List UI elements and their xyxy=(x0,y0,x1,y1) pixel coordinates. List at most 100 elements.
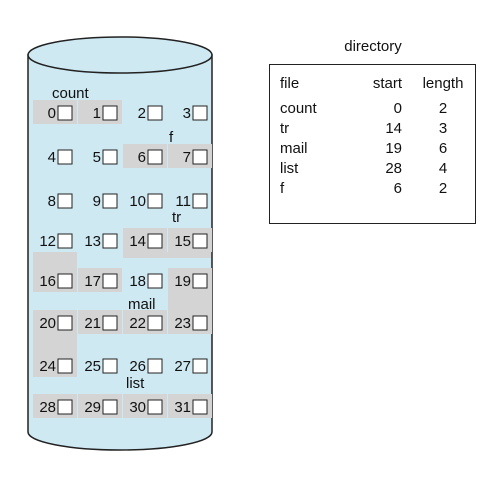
block-square xyxy=(192,233,208,249)
row-start: 6 xyxy=(393,179,402,197)
row-start: 0 xyxy=(393,99,402,117)
file-label-f: f xyxy=(169,129,174,146)
header-file: file xyxy=(280,75,300,92)
block-number: 2 xyxy=(138,105,146,122)
directory-table: file start length count 0 2 tr 14 3 mail… xyxy=(280,75,474,198)
block-square xyxy=(57,358,73,374)
block-square xyxy=(102,193,118,209)
block-square xyxy=(102,399,118,415)
allocated-run-connector xyxy=(33,252,77,268)
block-number: 27 xyxy=(174,358,191,375)
block-number: 25 xyxy=(84,358,101,375)
allocated-run-connector xyxy=(123,252,211,258)
block-number: 29 xyxy=(84,399,101,416)
row-file: count xyxy=(280,99,317,117)
header-length: length xyxy=(422,75,464,92)
block-square xyxy=(57,399,73,415)
row-file: mail xyxy=(280,139,308,157)
block-square xyxy=(57,233,73,249)
block-square xyxy=(147,149,163,165)
block-number: 18 xyxy=(129,273,146,290)
block-square xyxy=(192,193,208,209)
block-number: 9 xyxy=(93,193,101,210)
block-square xyxy=(147,105,163,121)
block-number: 24 xyxy=(39,358,56,375)
block-square xyxy=(192,149,208,165)
block-square xyxy=(57,315,73,331)
block-square xyxy=(192,273,208,289)
allocated-run-connector xyxy=(168,292,212,310)
block-number: 20 xyxy=(39,315,56,332)
block-square xyxy=(102,233,118,249)
block-square xyxy=(102,315,118,331)
block-square xyxy=(192,315,208,331)
row-length: 3 xyxy=(438,119,448,137)
block-square xyxy=(192,105,208,121)
block-square xyxy=(102,105,118,121)
row-file: f xyxy=(280,179,285,197)
block-square xyxy=(57,149,73,165)
block-number: 7 xyxy=(183,149,191,166)
block-square xyxy=(192,358,208,374)
block-number: 15 xyxy=(174,233,191,250)
block-square xyxy=(147,193,163,209)
block-number: 21 xyxy=(84,315,101,332)
directory-row: tr 14 3 xyxy=(280,118,474,138)
directory-table-box: file start length count 0 2 tr 14 3 mail… xyxy=(269,64,476,224)
row-length: 6 xyxy=(438,139,448,157)
header-start: start xyxy=(372,75,402,92)
block-number: 8 xyxy=(48,193,56,210)
row-start: 28 xyxy=(385,159,402,177)
block-number: 5 xyxy=(93,149,101,166)
directory-row: list 28 4 xyxy=(280,158,474,178)
block-number: 26 xyxy=(129,358,146,375)
file-label-count: count xyxy=(52,85,90,102)
block-number: 13 xyxy=(84,233,101,250)
row-start: 14 xyxy=(385,119,402,137)
file-label-tr: tr xyxy=(172,209,181,226)
block-square xyxy=(147,315,163,331)
block-number: 4 xyxy=(48,149,56,166)
row-length: 4 xyxy=(438,159,448,177)
allocated-run-connector xyxy=(33,334,77,353)
directory-header-row: file start length xyxy=(280,75,474,98)
cylinder-top xyxy=(27,36,213,74)
block-number: 12 xyxy=(39,233,56,250)
block-number: 3 xyxy=(183,105,191,122)
block-square xyxy=(102,149,118,165)
block-number: 23 xyxy=(174,315,191,332)
file-label-list: list xyxy=(126,375,145,392)
directory-row: mail 19 6 xyxy=(280,138,474,158)
block-square xyxy=(57,105,73,121)
block-number: 16 xyxy=(39,273,56,290)
block-number: 28 xyxy=(39,399,56,416)
file-label-mail: mail xyxy=(128,296,156,313)
block-number: 22 xyxy=(129,315,146,332)
row-length: 2 xyxy=(438,179,448,197)
directory-row: f 6 2 xyxy=(280,178,474,198)
block-square xyxy=(147,358,163,374)
block-number: 11 xyxy=(175,193,191,210)
block-number: 30 xyxy=(129,399,146,416)
block-square xyxy=(102,358,118,374)
block-square xyxy=(102,273,118,289)
block-square xyxy=(57,273,73,289)
block-square xyxy=(147,233,163,249)
block-number: 14 xyxy=(129,233,146,250)
file-labels: count f tr mail list xyxy=(52,85,181,392)
block-number: 0 xyxy=(48,105,56,122)
row-start: 19 xyxy=(385,139,402,157)
block-square xyxy=(192,399,208,415)
block-number: 6 xyxy=(138,149,146,166)
block-square xyxy=(147,399,163,415)
cylinder-top-ellipse xyxy=(27,36,213,74)
block-square xyxy=(57,193,73,209)
block-number: 10 xyxy=(129,193,146,210)
block-number: 1 xyxy=(93,105,101,122)
block-square xyxy=(147,273,163,289)
row-length: 2 xyxy=(438,99,448,117)
block-number: 31 xyxy=(174,399,191,416)
directory-title: directory xyxy=(344,38,402,55)
